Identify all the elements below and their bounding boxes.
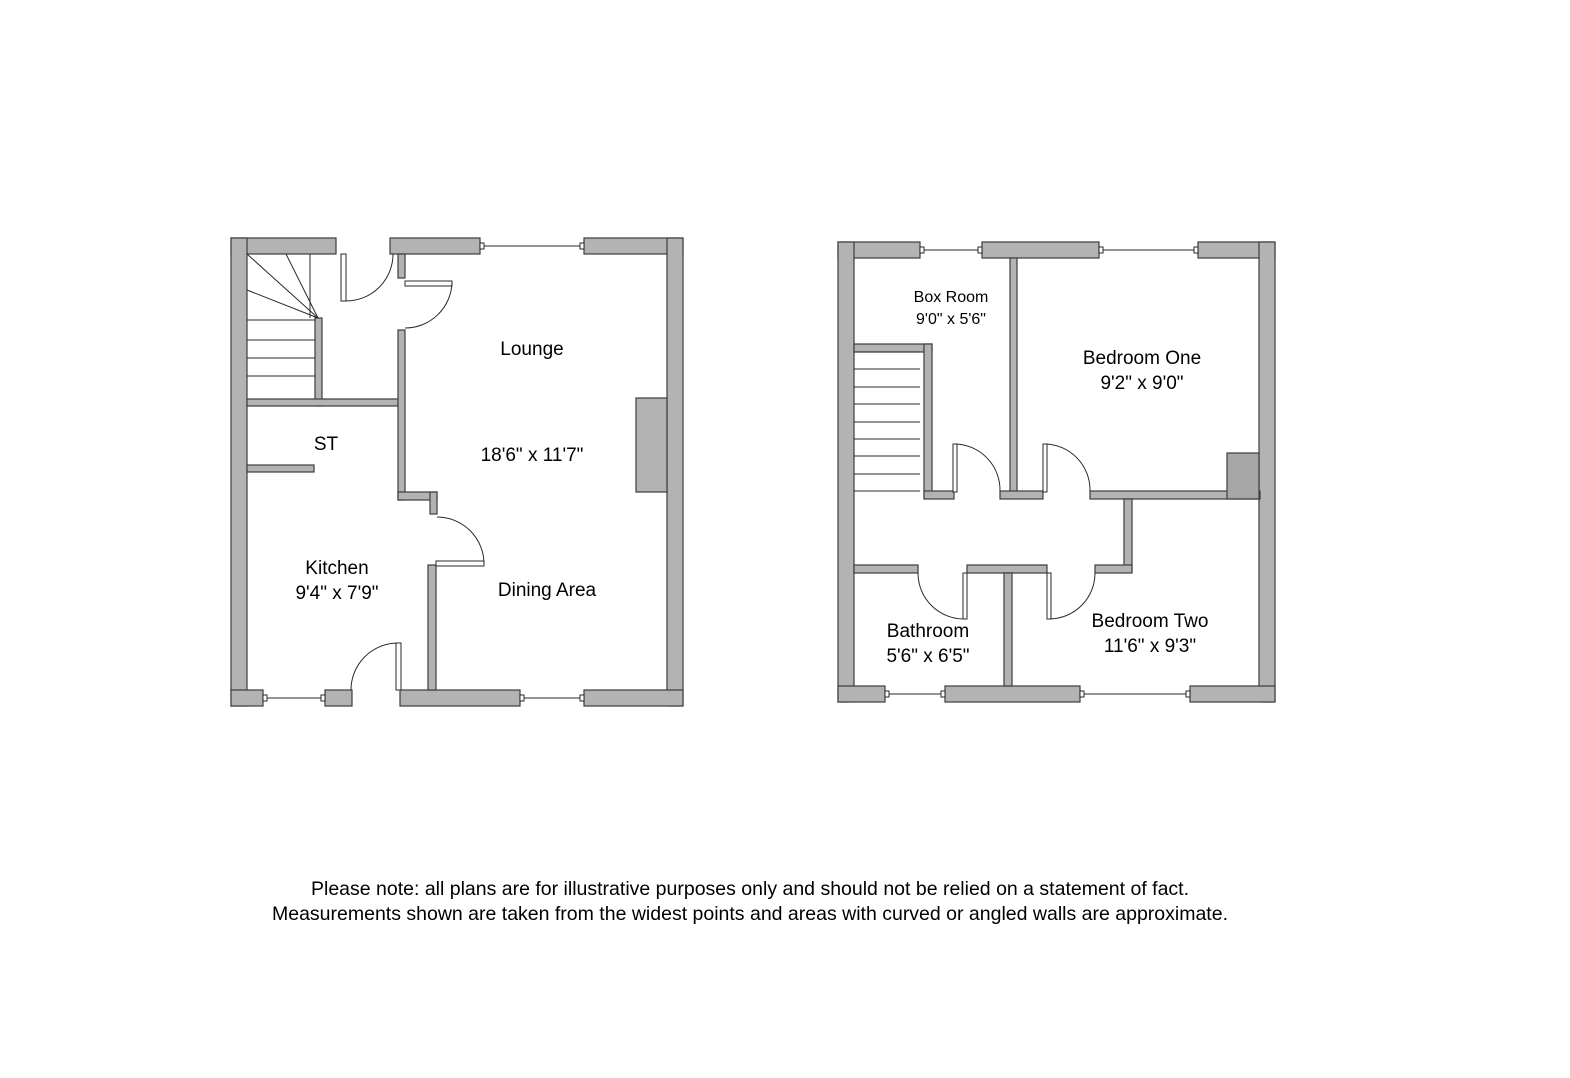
wall-stair-enclosure-side <box>923 343 933 499</box>
chimney-breast <box>635 397 668 493</box>
room-name: Lounge <box>500 339 564 360</box>
bedroom-two-door <box>1046 572 1096 620</box>
wall-stair-enclosure-top <box>853 343 933 353</box>
window-bedroom-one <box>1098 246 1199 254</box>
room-dimensions-lounge: 18'6" x 11'7" <box>481 443 584 468</box>
wall-ff-right <box>1258 241 1276 703</box>
room-dimensions: 9'2" x 9'0" <box>1100 373 1184 394</box>
room-label-box-room: Box Room 9'0" x 5'6" <box>914 287 989 331</box>
boxroom-door <box>952 443 1001 493</box>
wall-ff-bottom-right <box>1189 685 1276 703</box>
wall-ff-top-mid <box>981 241 1100 259</box>
window-bathroom <box>884 690 946 698</box>
room-label-bathroom: Bathroom 5'6" x 6'5" <box>886 619 969 669</box>
wall-landing-bottom-a <box>853 564 919 574</box>
room-dimensions: 9'0" x 5'6" <box>916 311 986 328</box>
room-label-dining-area: Dining Area <box>498 578 596 603</box>
wall-landing-top-b <box>999 490 1044 500</box>
wall-kitchen-dining <box>427 564 437 691</box>
staircase-ground <box>246 253 319 377</box>
disclaimer: Please note: all plans are for illustrat… <box>0 877 1500 927</box>
room-dimensions: 5'6" x 6'5" <box>886 646 970 667</box>
wall-top-mid <box>389 237 481 255</box>
room-name: Kitchen <box>305 558 369 579</box>
disclaimer-line-2: Measurements shown are taken from the wi… <box>272 903 1228 925</box>
wall-hall-lounge-lower <box>397 329 406 501</box>
room-label-kitchen: Kitchen 9'4" x 7'9" <box>295 556 378 606</box>
wall-hall-lounge-upper <box>397 253 406 279</box>
wall-bottom-right <box>583 689 684 707</box>
wall-bottom-kitchen <box>324 689 353 707</box>
room-name: Bathroom <box>886 621 970 642</box>
room-label-bedroom-one: Bedroom One 9'2" x 9'0" <box>1083 346 1201 396</box>
room-label-st: ST <box>314 432 338 457</box>
wall-landing-bottom-b <box>966 564 1048 574</box>
disclaimer-line-1: Please note: all plans are for illustrat… <box>310 878 1190 900</box>
wall-bottom-left <box>230 689 264 707</box>
room-name: Bedroom Two <box>1091 611 1209 632</box>
front-door <box>340 253 394 302</box>
room-name: ST <box>313 434 339 455</box>
window-dining-bottom <box>519 694 585 702</box>
back-door <box>350 642 402 691</box>
wall-st-shelf <box>246 464 315 473</box>
window-bedroom-two <box>1079 690 1191 698</box>
wall-landing-bottom-c <box>1094 564 1133 574</box>
room-dimensions: 9'4" x 7'9" <box>295 583 379 604</box>
bathroom-door <box>917 572 968 620</box>
bedroom-one-door <box>1042 443 1091 493</box>
wall-right <box>666 237 684 707</box>
bed1-cupboard <box>1226 452 1260 500</box>
wall-landing-top-c <box>1089 490 1261 500</box>
wall-bottom-mid <box>399 689 521 707</box>
window-lounge-top <box>479 242 585 250</box>
wall-bath-bed2 <box>1003 572 1013 687</box>
room-name: Dining Area <box>497 580 597 601</box>
room-label-lounge: Lounge <box>500 337 563 362</box>
window-kitchen-bottom <box>262 694 326 702</box>
wall-landing-top-a <box>923 490 955 500</box>
wall-landing-right <box>1123 498 1133 572</box>
room-name: Bedroom One <box>1082 348 1202 369</box>
wall-left <box>230 237 248 707</box>
wall-stair-side <box>314 317 323 407</box>
wall-hall-st <box>246 398 405 407</box>
kitchen-dining-door <box>435 516 485 567</box>
room-label-bedroom-two: Bedroom Two 11'6" x 9'3" <box>1092 609 1209 659</box>
first-floor-plan <box>837 241 1276 703</box>
staircase-first <box>854 351 920 492</box>
room-dimensions: 18'6" x 11'7" <box>480 445 584 466</box>
room-dimensions: 11'6" x 9'3" <box>1103 636 1197 657</box>
lounge-door <box>404 280 453 329</box>
wall-ff-left <box>837 241 855 703</box>
ground-floor-plan <box>230 237 684 707</box>
room-name: Box Room <box>913 289 989 306</box>
wall-ff-bottom-left <box>837 685 886 703</box>
window-boxroom <box>919 246 983 254</box>
wall-boxroom-bed1 <box>1009 257 1018 499</box>
wall-step-down <box>429 491 438 515</box>
wall-ff-bottom-mid <box>944 685 1081 703</box>
